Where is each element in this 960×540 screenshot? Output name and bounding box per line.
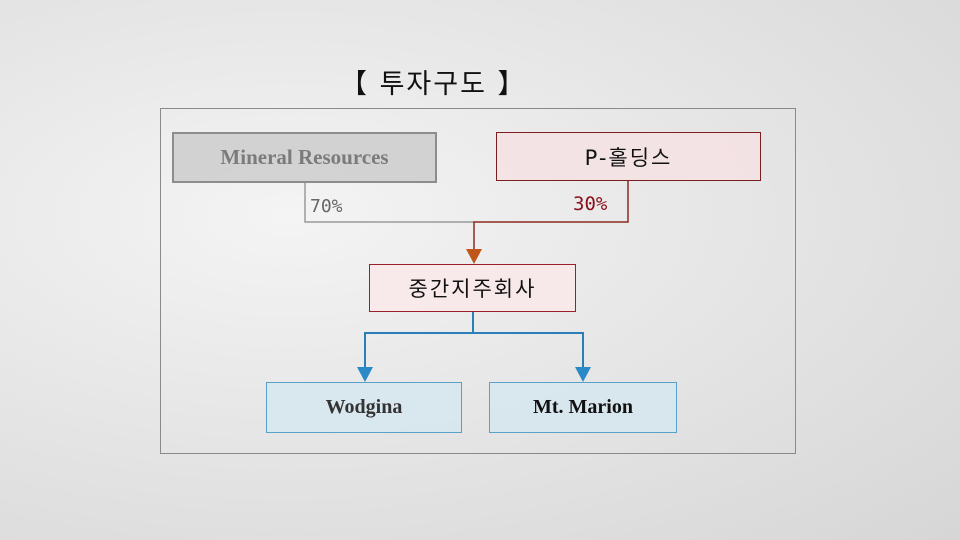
arrow-down-icon bbox=[575, 367, 591, 382]
stake-pholding: 30% bbox=[573, 193, 608, 215]
diagram-frame bbox=[160, 108, 796, 454]
node-intermediate-holding: 중간지주회사 bbox=[369, 264, 576, 312]
node-wodgina: Wodgina bbox=[266, 382, 462, 433]
pholding-connector bbox=[473, 181, 629, 250]
node-p-holdings: P-홀딩스 bbox=[496, 132, 761, 181]
mt-marion-connector bbox=[473, 332, 584, 368]
node-mineral-resources: Mineral Resources bbox=[172, 132, 437, 183]
node-mt-marion: Mt. Marion bbox=[489, 382, 677, 433]
page-title: 【 투자구도 】 bbox=[340, 69, 527, 100]
arrow-down-icon bbox=[466, 249, 482, 264]
arrow-down-icon bbox=[357, 367, 373, 382]
mineral-connector bbox=[304, 183, 474, 223]
stake-mineral: 70% bbox=[310, 196, 343, 217]
wodgina-connector bbox=[364, 312, 474, 368]
